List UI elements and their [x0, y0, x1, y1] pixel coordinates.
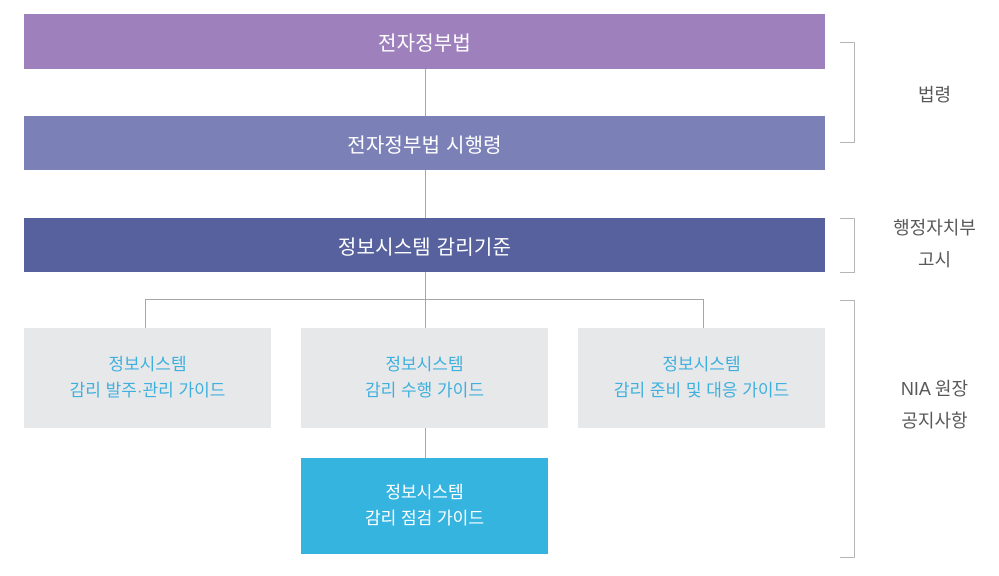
connector-decree-to-standard — [425, 170, 426, 218]
level-bar-law[interactable]: 전자정부법 — [24, 14, 825, 69]
connector-branch-middle — [425, 299, 426, 328]
group-label-nia-announcement: NIA 원장 공지사항 — [870, 374, 999, 437]
level-bar-enforcement-decree-label: 전자정부법 시행령 — [347, 134, 502, 157]
guide-box-order-management[interactable]: 정보시스템 감리 발주·관리 가이드 — [24, 328, 271, 428]
guide-box-preparation-response[interactable]: 정보시스템 감리 준비 및 대응 가이드 — [578, 328, 825, 428]
group-label-nia-announcement-line1: NIA 원장 — [900, 379, 969, 399]
guide-box-order-management-line1: 정보시스템 — [108, 354, 187, 374]
guide-box-inspection-line1: 정보시스템 — [385, 482, 464, 502]
bracket-nia-announcement — [840, 300, 855, 558]
level-bar-law-label: 전자정부법 — [378, 33, 471, 55]
level-bar-audit-standard-label: 정보시스템 감리기준 — [337, 236, 512, 259]
guide-box-inspection-highlighted[interactable]: 정보시스템 감리 점검 가이드 — [301, 458, 548, 554]
level-bar-enforcement-decree[interactable]: 전자정부법 시행령 — [24, 116, 825, 170]
connector-law-to-decree — [425, 69, 426, 116]
guide-box-preparation-response-line1: 정보시스템 — [662, 354, 741, 374]
group-label-moi-notice: 행정자치부 고시 — [870, 213, 999, 276]
group-label-moi-notice-line1: 행정자치부 — [893, 218, 976, 238]
guide-box-execution-line1: 정보시스템 — [385, 354, 464, 374]
group-label-statute-line1: 법령 — [917, 85, 952, 105]
guide-box-order-management-line2: 감리 발주·관리 가이드 — [69, 381, 226, 400]
connector-standard-down — [425, 272, 426, 300]
group-label-statute: 법령 — [870, 80, 999, 112]
bracket-moi-notice — [840, 218, 855, 273]
bracket-statute — [840, 42, 855, 143]
level-bar-audit-standard[interactable]: 정보시스템 감리기준 — [24, 218, 825, 272]
connector-branch-right — [703, 299, 704, 328]
guide-box-inspection-line2: 감리 점검 가이드 — [365, 509, 484, 528]
guide-box-execution-line2: 감리 수행 가이드 — [365, 381, 484, 400]
connector-branch-left — [145, 299, 146, 328]
group-label-moi-notice-line2: 고시 — [917, 249, 952, 270]
guide-box-execution[interactable]: 정보시스템 감리 수행 가이드 — [301, 328, 548, 428]
group-label-nia-announcement-line2: 공지사항 — [901, 410, 968, 431]
connector-horizontal-split — [145, 299, 704, 300]
connector-execution-to-inspection — [425, 428, 426, 458]
guide-box-preparation-response-line2: 감리 준비 및 대응 가이드 — [613, 381, 790, 400]
